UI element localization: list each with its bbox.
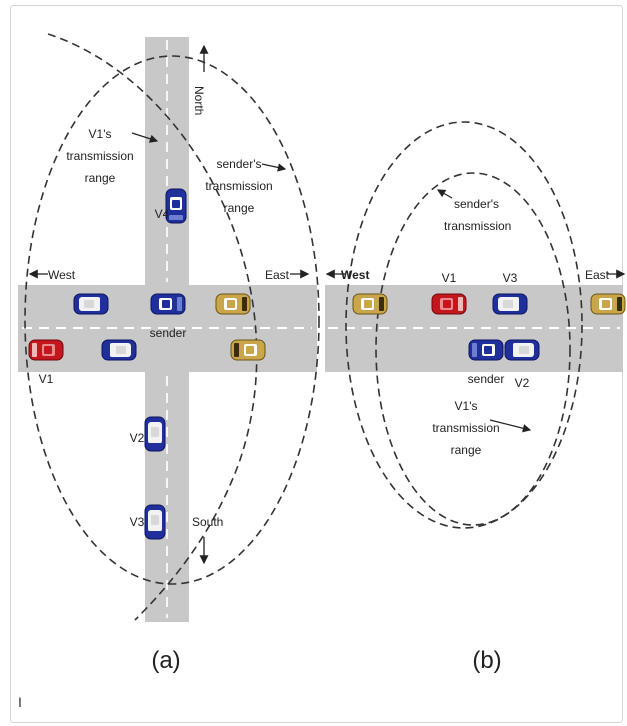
sender-range-pointer-icon-b <box>436 189 453 199</box>
v3-label-a: V3 <box>130 515 145 529</box>
v1-range-label-line2: transmission <box>66 149 133 163</box>
v1-range-label-b-line2: transmission <box>432 421 499 435</box>
sender-range-label-line1: sender's <box>217 157 262 171</box>
sender-range-label-line3: range <box>224 201 255 215</box>
sender-label-a: sender <box>150 326 187 340</box>
v1-range-label-line3: range <box>85 171 116 185</box>
sender-range-pointer-icon <box>261 163 287 172</box>
car-v1-b <box>431 293 467 315</box>
west-label-a: West <box>48 268 76 282</box>
v2-label-a: V2 <box>130 431 145 445</box>
west-label-b: West <box>341 268 369 282</box>
v2-label-b: V2 <box>515 376 530 390</box>
v1-range-arc <box>47 33 258 621</box>
car-v2-a <box>144 416 166 452</box>
v1-label-b: V1 <box>442 271 457 285</box>
car-a-east-yellow2 <box>230 339 266 361</box>
sender-range-label-b-line2: transmission <box>444 219 511 233</box>
footer-mark: I <box>18 694 22 710</box>
car-v3-b <box>492 293 528 315</box>
car-a-blue-west2 <box>101 339 137 361</box>
v1-label-a: V1 <box>39 372 54 386</box>
sender-label-b: sender <box>468 372 505 386</box>
v1-range-pointer-icon-b <box>489 419 532 433</box>
panel-a: North South West East V1's transmission … <box>18 33 320 674</box>
car-a-east-yellow <box>215 293 251 315</box>
v4-label-a: V4 <box>155 207 170 221</box>
south-label: South <box>192 515 223 529</box>
car-v1-a <box>28 339 64 361</box>
v1-range-label-line1: V1's <box>89 127 112 141</box>
v3-label-b: V3 <box>503 271 518 285</box>
car-v3-a <box>144 504 166 540</box>
north-label: North <box>192 86 206 115</box>
v1-range-label-b-line3: range <box>451 443 482 457</box>
panel-a-caption: (a) <box>151 647 180 674</box>
east-label-a: East <box>265 268 290 282</box>
car-b-east-yellow <box>590 293 626 315</box>
v1-range-pointer-icon <box>131 132 159 143</box>
sender-range-circle <box>24 55 320 585</box>
car-sender-b <box>468 339 504 361</box>
sender-range-label-line2: transmission <box>205 179 272 193</box>
east-label-b: East <box>585 268 610 282</box>
panel-b-caption: (b) <box>472 647 501 674</box>
car-a-west-blue <box>73 293 109 315</box>
car-sender-a <box>150 293 186 315</box>
sender-range-circle-b <box>375 172 571 526</box>
v1-range-circle-b <box>345 121 583 529</box>
v1-range-label-b-line1: V1's <box>455 399 478 413</box>
sender-range-label-b-line1: sender's <box>454 197 499 211</box>
panel-b: West East sender's transmission V1's tra… <box>325 121 626 674</box>
car-b-west-yellow <box>352 293 388 315</box>
car-v2-b <box>504 339 540 361</box>
